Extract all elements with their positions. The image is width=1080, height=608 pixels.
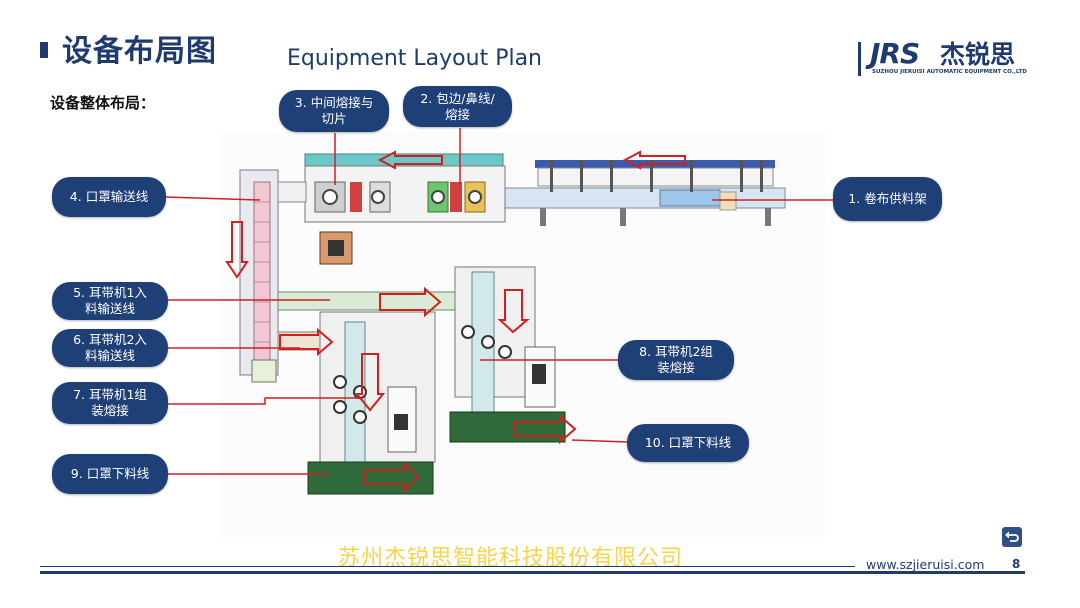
company-name-footer: 苏州杰锐思智能科技股份有限公司: [338, 546, 684, 571]
callout-text-line2: 料输送线: [84, 301, 135, 316]
callout-text-line2: 装熔接: [91, 403, 129, 418]
callout-text-line1: 8. 耳带机2组: [639, 344, 713, 359]
callout-edge-nose-welding: 2. 包边/鼻线/ 熔接: [403, 86, 512, 127]
mask-conveyor-vertical: [239, 169, 307, 383]
callout-text-line1: 7. 耳带机1组: [73, 387, 147, 402]
callout-mask-conveyor: 4. 口罩输送线: [52, 177, 166, 217]
earloop-machine-1: [307, 311, 436, 495]
callout-text-line2: 装熔接: [657, 360, 695, 375]
callout-text-line2: 料输送线: [84, 348, 135, 363]
middle-welding-cutting-machine: [304, 153, 506, 223]
callout-mask-discharge-line-1: 9. 口罩下料线: [52, 454, 168, 494]
callout-roll-feeding-rack: 1. 卷布供料架: [833, 177, 942, 221]
callout-text-line1: 5. 耳带机1入: [73, 285, 147, 300]
equipment-layout-diagram: [220, 132, 825, 537]
robot-unit: [319, 231, 353, 265]
logo-chinese-name: 杰锐思: [940, 40, 1016, 69]
logo-english-name: SUZHOU JIERUISI AUTOMATIC EQUIPMENT CO.,…: [872, 69, 1027, 75]
callout-text: 1. 卷布供料架: [848, 191, 927, 206]
roll-feeding-rack-machine: [504, 160, 786, 226]
callout-text-line1: 3. 中间熔接与: [294, 95, 374, 110]
callout-earloop-1-feed-conveyor: 5. 耳带机1入 料输送线: [52, 282, 168, 320]
footer-divider-thin: [40, 566, 855, 567]
logo-bar: [858, 42, 861, 76]
callout-text: 9. 口罩下料线: [70, 466, 150, 481]
callout-text-line1: 6. 耳带机2入: [73, 332, 147, 347]
callout-earloop-1-assembly-welding: 7. 耳带机1组 装熔接: [52, 382, 168, 424]
footer-divider: [40, 571, 1025, 574]
page-number: 8: [1012, 557, 1021, 571]
flow-arrows: [225, 150, 686, 493]
section-subtitle: 设备整体布局：: [50, 94, 156, 112]
title-marker: [40, 42, 48, 58]
callout-earloop-2-assembly-welding: 8. 耳带机2组 装熔接: [618, 340, 734, 380]
return-arrow-icon[interactable]: [1002, 527, 1022, 547]
callout-text: 4. 口罩输送线: [69, 189, 149, 204]
logo-letters: JRS: [870, 37, 920, 70]
callout-mask-discharge-line-2: 10. 口罩下料线: [627, 424, 749, 462]
company-logo: JRS 杰锐思 SUZHOU JIERUISI AUTOMATIC EQUIPM…: [858, 38, 1048, 80]
page-title-english: Equipment Layout Plan: [287, 46, 542, 71]
website-link[interactable]: www.szjieruisi.com: [866, 557, 985, 572]
earloop-machine-2: [449, 266, 566, 443]
callout-text-line2: 熔接: [444, 106, 470, 122]
callout-text: 10. 口罩下料线: [644, 435, 732, 450]
page-title: 设备布局图: [62, 34, 217, 69]
callout-middle-welding-cutting: 3. 中间熔接与 切片: [279, 90, 389, 132]
callout-text-line1: 2. 包边/鼻线/: [420, 90, 495, 106]
callout-earloop-2-feed-conveyor: 6. 耳带机2入 料输送线: [52, 329, 168, 367]
callout-text-line2: 切片: [321, 111, 347, 126]
